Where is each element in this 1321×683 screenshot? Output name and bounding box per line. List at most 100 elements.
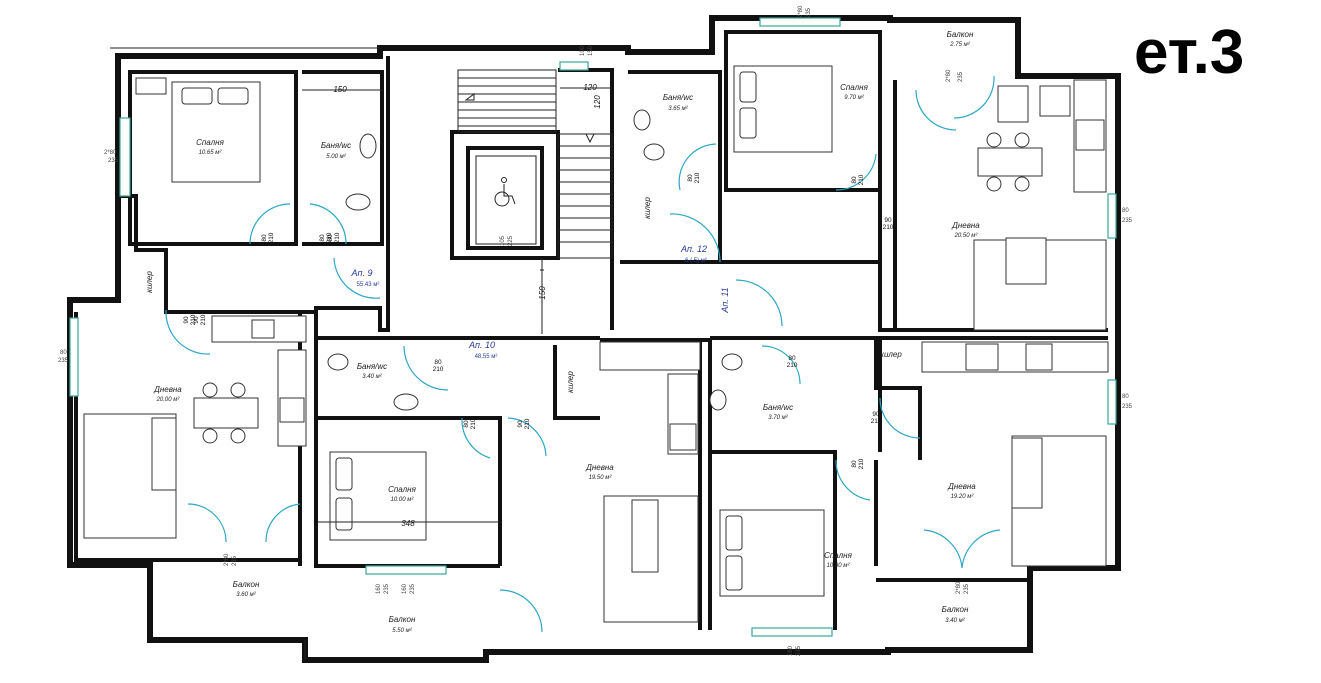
bed-icon <box>719 509 825 597</box>
door-size: 80 210 <box>261 232 275 243</box>
apartment-label: Ап. 12 <box>680 244 707 254</box>
room-area: 2.75 м² <box>949 42 970 48</box>
door-size: 90 210 <box>883 217 894 231</box>
svg-text:235: 235 <box>796 645 802 656</box>
storage-label: килер <box>566 371 575 393</box>
door-size: 80 210 <box>851 174 865 185</box>
svg-text:90: 90 <box>517 420 524 428</box>
apartment-area: 55.43 м² <box>357 282 380 288</box>
svg-text:80: 80 <box>463 420 470 428</box>
svg-text:90: 90 <box>872 411 880 418</box>
storage-label: килер <box>145 271 154 293</box>
apartment-area: 6 (.5) м² <box>685 258 707 264</box>
room-name: Спалня <box>840 83 868 92</box>
room-area: 9.70 м² <box>844 95 864 101</box>
interior-walls <box>74 30 1108 630</box>
room-name: Баня/wc <box>663 93 693 102</box>
room-name: Балкон <box>233 580 260 589</box>
room-area: 10.65 м² <box>199 150 223 156</box>
svg-text:80: 80 <box>788 355 796 362</box>
svg-text:80: 80 <box>60 350 67 356</box>
svg-text:235: 235 <box>410 583 416 594</box>
svg-text:235: 235 <box>806 7 812 18</box>
room-area: 20.50 м² <box>954 233 979 239</box>
svg-text:150: 150 <box>588 45 594 56</box>
sanitary-fixtures <box>327 109 743 411</box>
svg-text:80: 80 <box>434 359 442 366</box>
svg-text:160: 160 <box>376 583 382 594</box>
svg-text:235: 235 <box>964 583 970 594</box>
bed-icon <box>733 65 833 153</box>
kitchens <box>211 79 1109 455</box>
svg-text:2*80: 2*80 <box>224 553 230 566</box>
svg-text:160: 160 <box>402 583 408 594</box>
svg-text:100: 100 <box>580 45 586 56</box>
door-sizes: 80 210 80 210 90 210 80 210 80 210 90 21… <box>183 172 894 469</box>
floor-title: ет.3 <box>1134 18 1245 87</box>
room-area: 3.70 м² <box>768 415 788 421</box>
room-name: Баня/wc <box>321 141 351 150</box>
dimension-label: 150 <box>538 286 547 300</box>
svg-text:235: 235 <box>58 358 69 364</box>
svg-text:235: 235 <box>958 71 964 82</box>
svg-text:2*80: 2*80 <box>946 69 952 82</box>
svg-text:80: 80 <box>1122 394 1129 400</box>
dimension-label: 120 <box>593 95 602 109</box>
window-sizes: 2*80 235 80 235 2*80 235 160 235 2*80 23… <box>58 5 1133 656</box>
svg-text:235: 235 <box>1122 404 1133 410</box>
doors <box>165 75 1001 633</box>
storage-label: килер <box>880 350 902 359</box>
beds <box>135 65 833 597</box>
door-size: 80 210 <box>327 232 341 243</box>
svg-text:210: 210 <box>326 232 333 243</box>
svg-text:90: 90 <box>884 217 892 224</box>
svg-text:235: 235 <box>384 583 390 594</box>
room-name: Балкон <box>947 30 974 39</box>
apartment-labels: Ап. 9 55.43 м² Ап. 10 48.55 м² Ап. 12 6 … <box>351 244 730 360</box>
door-size: 90 210 <box>871 411 882 425</box>
svg-text:210: 210 <box>334 232 341 243</box>
svg-text:210: 210 <box>858 458 865 469</box>
svg-text:235: 235 <box>108 158 119 164</box>
svg-text:2*80: 2*80 <box>956 581 962 594</box>
room-area: 5.50 м² <box>392 628 412 634</box>
apartment-label: Ап. 9 <box>351 268 373 278</box>
door-size: 90 210 <box>183 314 197 325</box>
sofas <box>83 237 1107 623</box>
door-size: 80 210 <box>433 359 444 373</box>
svg-text:2*80: 2*80 <box>798 5 804 18</box>
room-name: Спалня <box>388 485 416 494</box>
room-area: 10.00 м² <box>391 497 415 503</box>
dimension-label: 348 <box>401 519 415 528</box>
outer-walls <box>67 15 1121 663</box>
room-name: Балкон <box>942 605 969 614</box>
svg-text:80: 80 <box>261 234 268 242</box>
windows <box>69 17 1117 637</box>
room-name: Балкон <box>389 615 416 624</box>
room-name: Дневна <box>585 463 614 472</box>
door-size: 80 210 <box>851 458 865 469</box>
door-size: 80 210 <box>463 418 477 429</box>
elevator <box>475 155 537 245</box>
door-size: 90 210 <box>517 418 531 429</box>
svg-text:210: 210 <box>190 314 197 325</box>
svg-text:225: 225 <box>508 235 514 246</box>
svg-text:80: 80 <box>851 176 858 184</box>
svg-text:80: 80 <box>319 234 326 242</box>
room-name: Спалня <box>196 138 224 147</box>
bed-icon <box>329 451 427 541</box>
svg-text:90: 90 <box>193 316 200 324</box>
dining-tables <box>193 132 1043 444</box>
svg-text:235: 235 <box>232 555 238 566</box>
svg-text:210: 210 <box>883 224 894 231</box>
svg-text:80: 80 <box>687 174 694 182</box>
bed-icon <box>135 77 261 183</box>
svg-text:210: 210 <box>470 418 477 429</box>
room-labels: Спалня 10.65 м² Баня/wc 5.00 м² Баня/wc … <box>153 30 980 634</box>
staircase <box>457 69 613 334</box>
door-size: 80 210 <box>319 232 333 243</box>
svg-text:105: 105 <box>500 235 506 246</box>
apartment-label: Ап. 11 <box>720 287 730 313</box>
room-name: Спалня <box>824 551 852 560</box>
